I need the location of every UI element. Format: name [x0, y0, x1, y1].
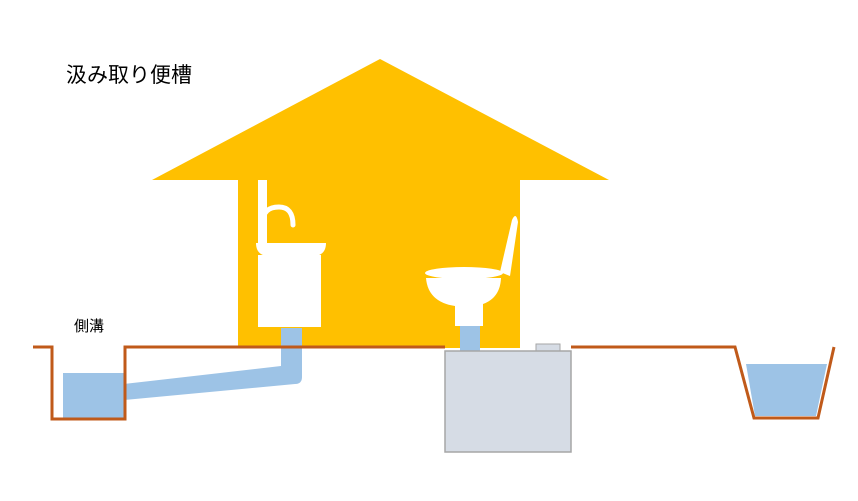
toilet-base	[455, 304, 483, 326]
septic-tank	[444, 350, 572, 453]
right-ditch-water	[746, 364, 827, 416]
toilet-drain-pipe	[460, 326, 480, 352]
faucet-spout-icon	[260, 204, 296, 228]
toilet-seat	[425, 267, 503, 279]
ground-line	[33, 345, 836, 421]
basin-cabinet	[258, 255, 321, 327]
washbasin	[256, 180, 326, 327]
side-ditch-label: 側溝	[74, 317, 104, 335]
side-ditch-water	[63, 373, 125, 418]
drain-pipe	[124, 328, 302, 400]
basin-bowl	[256, 243, 326, 256]
toilet-bowl	[426, 278, 501, 306]
toilet-lid	[500, 215, 518, 276]
house-roof	[152, 59, 609, 180]
diagram-title: 汲み取り便槽	[66, 63, 192, 87]
toilet	[425, 215, 518, 326]
